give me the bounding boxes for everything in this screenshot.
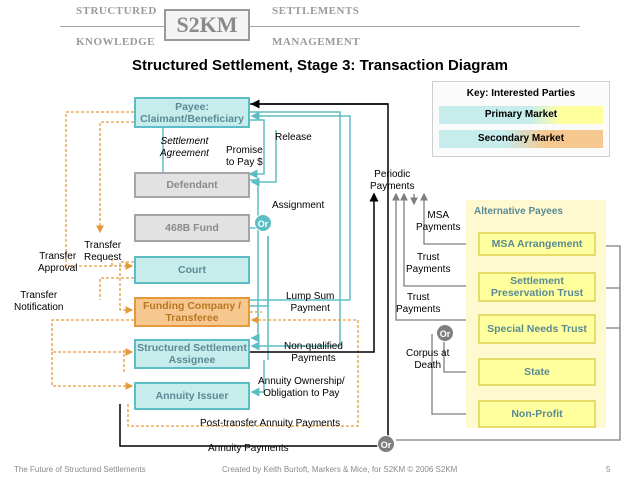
- msa-arrangement-box: MSA Arrangement: [478, 232, 596, 256]
- slide-header: STRUCTURED KNOWLEDGE S2KM SETTLEMENTS MA…: [0, 0, 640, 52]
- header-word-settlements: SETTLEMENTS: [272, 5, 360, 17]
- legend-title: Key: Interested Parties: [466, 88, 576, 99]
- post-transfer-payments-label: Post-transfer Annuity Payments: [200, 418, 341, 429]
- 468b-fund-box: 468B Fund: [134, 214, 250, 242]
- state-box: State: [478, 358, 596, 386]
- special-needs-trust-box: Special Needs Trust: [478, 314, 596, 344]
- slide-title: Structured Settlement, Stage 3: Transact…: [132, 57, 508, 74]
- s2km-logo: S2KM: [164, 9, 250, 41]
- footer-left: The Future of Structured Settlements: [14, 465, 146, 474]
- legend-secondary-market: Secondary Market: [439, 130, 603, 148]
- release-label: Release: [275, 132, 312, 143]
- primary-market-connectors: [162, 111, 351, 397]
- secondary-market-connectors: [51, 111, 359, 427]
- or-node-annuity: Or: [377, 435, 395, 453]
- alternative-payee-connectors: [392, 192, 621, 441]
- assignment-label: Assignment: [272, 200, 325, 211]
- legend-primary-market: Primary Market: [439, 106, 603, 124]
- structured-settlement-assignee-box: Structured Settlement Assignee: [134, 339, 250, 369]
- annuity-issuer-box: Annuity Issuer: [134, 382, 250, 410]
- or-node-corpus: Or: [436, 324, 454, 342]
- header-divider: [60, 26, 580, 27]
- legend-key: Key: Interested Parties Primary Market S…: [432, 81, 610, 157]
- annuity-payments-label: Annuity Payments: [208, 443, 289, 454]
- settlement-preservation-trust-box: Settlement Preservation Trust: [478, 272, 596, 302]
- funding-company-box: Funding Company / Transferee: [134, 297, 250, 327]
- alternative-payees-title: Alternative Payees: [474, 206, 563, 217]
- payment-connectors: [119, 99, 389, 447]
- annuity-ownership-label: Annuity Ownership/Obligation to Pay: [258, 376, 345, 399]
- header-word-structured: STRUCTURED: [76, 5, 157, 17]
- non-profit-box: Non-Profit: [478, 400, 596, 428]
- payee-box: Payee: Claimant/Beneficiary: [134, 97, 250, 128]
- footer-page-number: 5: [606, 465, 611, 474]
- footer-credit: Created by Keith Burtoft, Markers & Mice…: [222, 465, 458, 474]
- defendant-box: Defendant: [134, 172, 250, 198]
- or-node-assignment: Or: [254, 214, 272, 232]
- header-word-management: MANAGEMENT: [272, 36, 361, 48]
- header-word-knowledge: KNOWLEDGE: [76, 36, 156, 48]
- court-box: Court: [134, 256, 250, 284]
